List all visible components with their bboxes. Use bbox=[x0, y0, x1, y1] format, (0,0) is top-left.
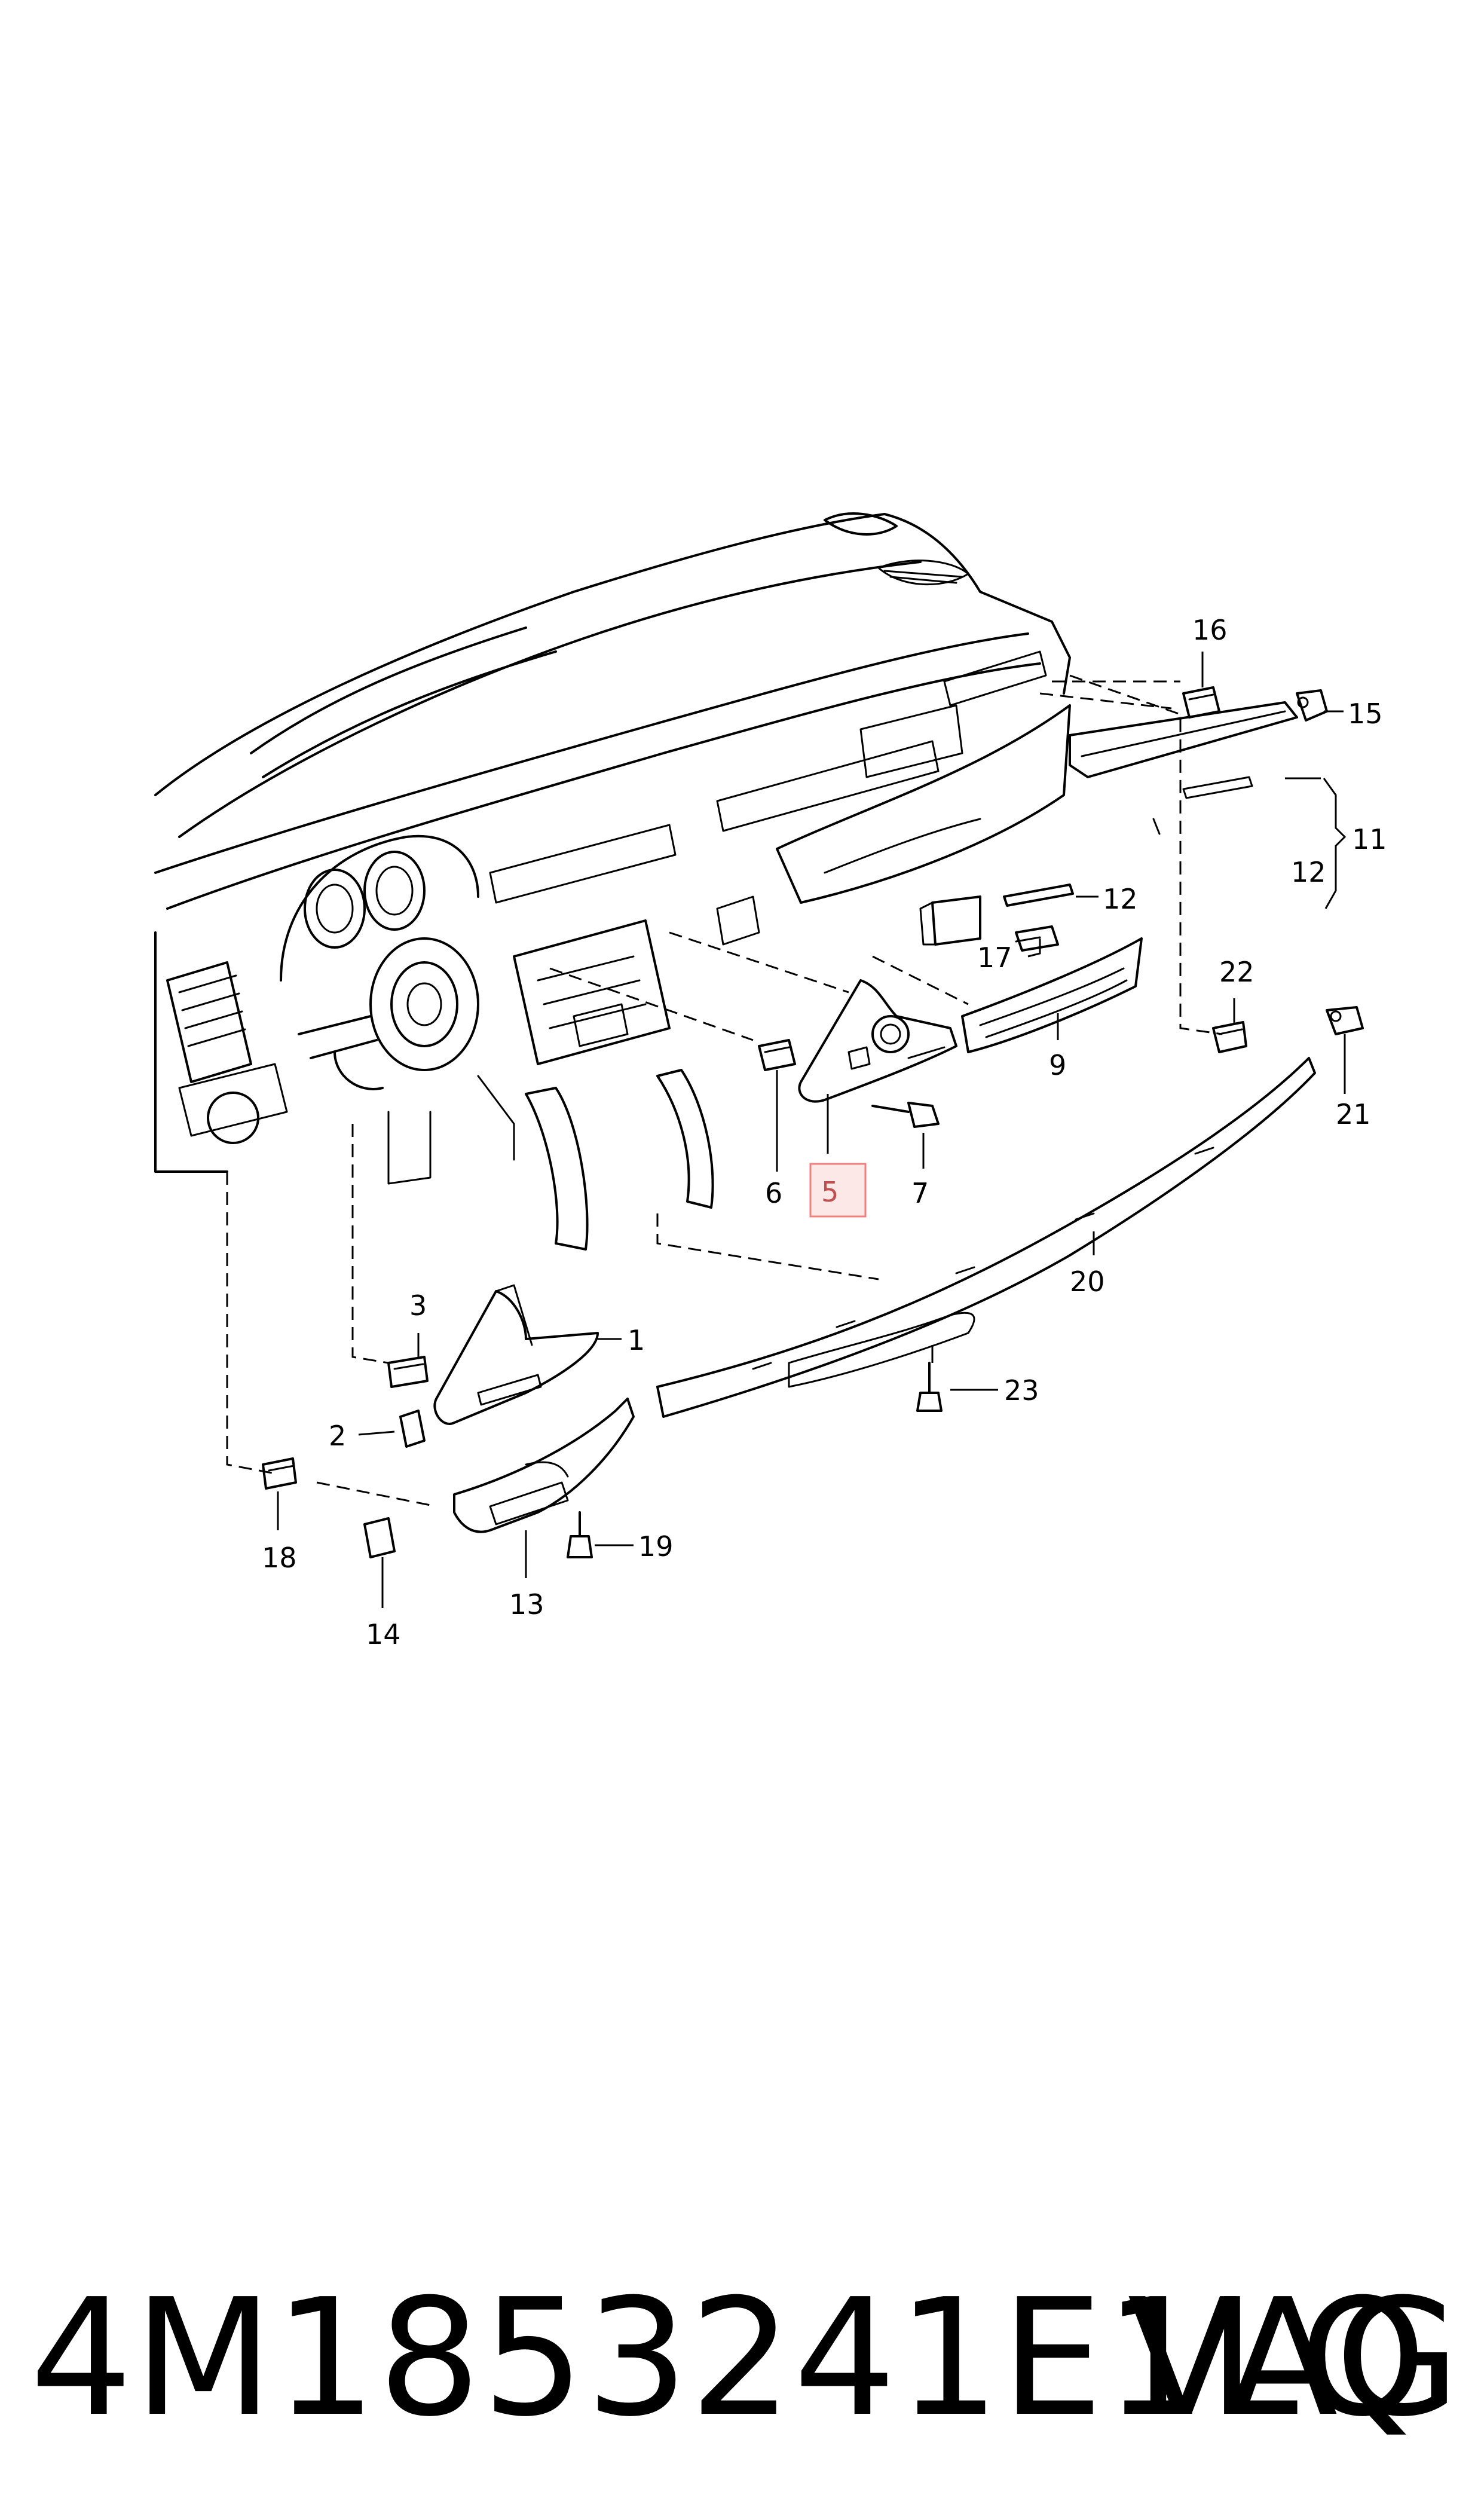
callout-23[interactable]: 23 bbox=[1004, 1374, 1039, 1407]
leader-lines bbox=[277, 652, 1347, 1608]
upper-trim-strip bbox=[1069, 701, 1298, 835]
decor-panel-9 bbox=[961, 937, 1143, 1053]
bolt-19 bbox=[567, 1511, 593, 1558]
part-number-text: 4M1853241E1LQ bbox=[30, 2264, 1428, 2452]
callout-labels: 16 15 11 12 12 17 22 9 21 6 5 7 20 3 1 2… bbox=[262, 614, 1387, 1650]
callout-14[interactable]: 16 bbox=[1192, 614, 1228, 646]
callout-18[interactable]: 18 bbox=[262, 1542, 297, 1574]
callout-9[interactable]: 9 bbox=[1049, 1049, 1066, 1081]
clip-22 bbox=[1212, 1021, 1247, 1053]
callout-13[interactable]: 15 bbox=[1348, 698, 1383, 730]
footer: 4M1853241E1LQ VAG bbox=[0, 2260, 1484, 2463]
clip-21 bbox=[1326, 1006, 1364, 1035]
mounting-reference-lines bbox=[226, 674, 1223, 1508]
callout-11[interactable]: 11 bbox=[1352, 823, 1387, 855]
callout-19[interactable]: 19 bbox=[638, 1530, 674, 1563]
left-upper-trim-1 bbox=[433, 1284, 599, 1425]
centre-trim-panel-5 bbox=[798, 979, 957, 1103]
trim-12-lower bbox=[919, 884, 1074, 946]
callout-20[interactable]: 20 bbox=[1070, 1265, 1105, 1298]
exploded-view-drawing: 16 15 11 12 12 17 22 9 21 6 5 7 20 3 1 2… bbox=[154, 512, 1387, 1650]
screw-7 bbox=[871, 1102, 940, 1128]
callout-6[interactable]: 6 bbox=[765, 1177, 782, 1209]
bolt-15 bbox=[1015, 925, 1059, 952]
clip-13 bbox=[1296, 689, 1328, 722]
brand-text: VAG bbox=[1127, 2264, 1460, 2452]
callout-17[interactable]: 14 bbox=[366, 1618, 401, 1650]
clip-17 bbox=[363, 1517, 396, 1558]
bolt-23 bbox=[916, 1362, 943, 1412]
callout-15[interactable]: 17 bbox=[977, 941, 1012, 974]
callout-16[interactable]: 13 bbox=[509, 1588, 544, 1621]
lower-trim-strip-20 bbox=[656, 1057, 1316, 1418]
left-lower-trim-16 bbox=[453, 1398, 635, 1533]
callout-21[interactable]: 21 bbox=[1336, 1098, 1371, 1130]
highlight-box-part-5 bbox=[809, 1163, 867, 1218]
bracket-6 bbox=[758, 1039, 796, 1071]
callout-12[interactable]: 12 bbox=[1103, 883, 1138, 915]
dashboard-assembly bbox=[154, 512, 1071, 1251]
callout-5[interactable]: 5 bbox=[821, 1176, 839, 1208]
callout-22[interactable]: 22 bbox=[1219, 956, 1254, 988]
clip-14 bbox=[1182, 686, 1220, 719]
callout-2[interactable]: 2 bbox=[329, 1420, 346, 1452]
clip-18 bbox=[262, 1457, 297, 1490]
callout-3[interactable]: 3 bbox=[409, 1289, 427, 1322]
callout-1[interactable]: 1 bbox=[628, 1324, 645, 1356]
clip-3 bbox=[387, 1356, 429, 1388]
callout-12-right[interactable]: 12 bbox=[1291, 856, 1326, 888]
callout-7[interactable]: 7 bbox=[911, 1177, 929, 1209]
clip-2 bbox=[399, 1410, 426, 1448]
